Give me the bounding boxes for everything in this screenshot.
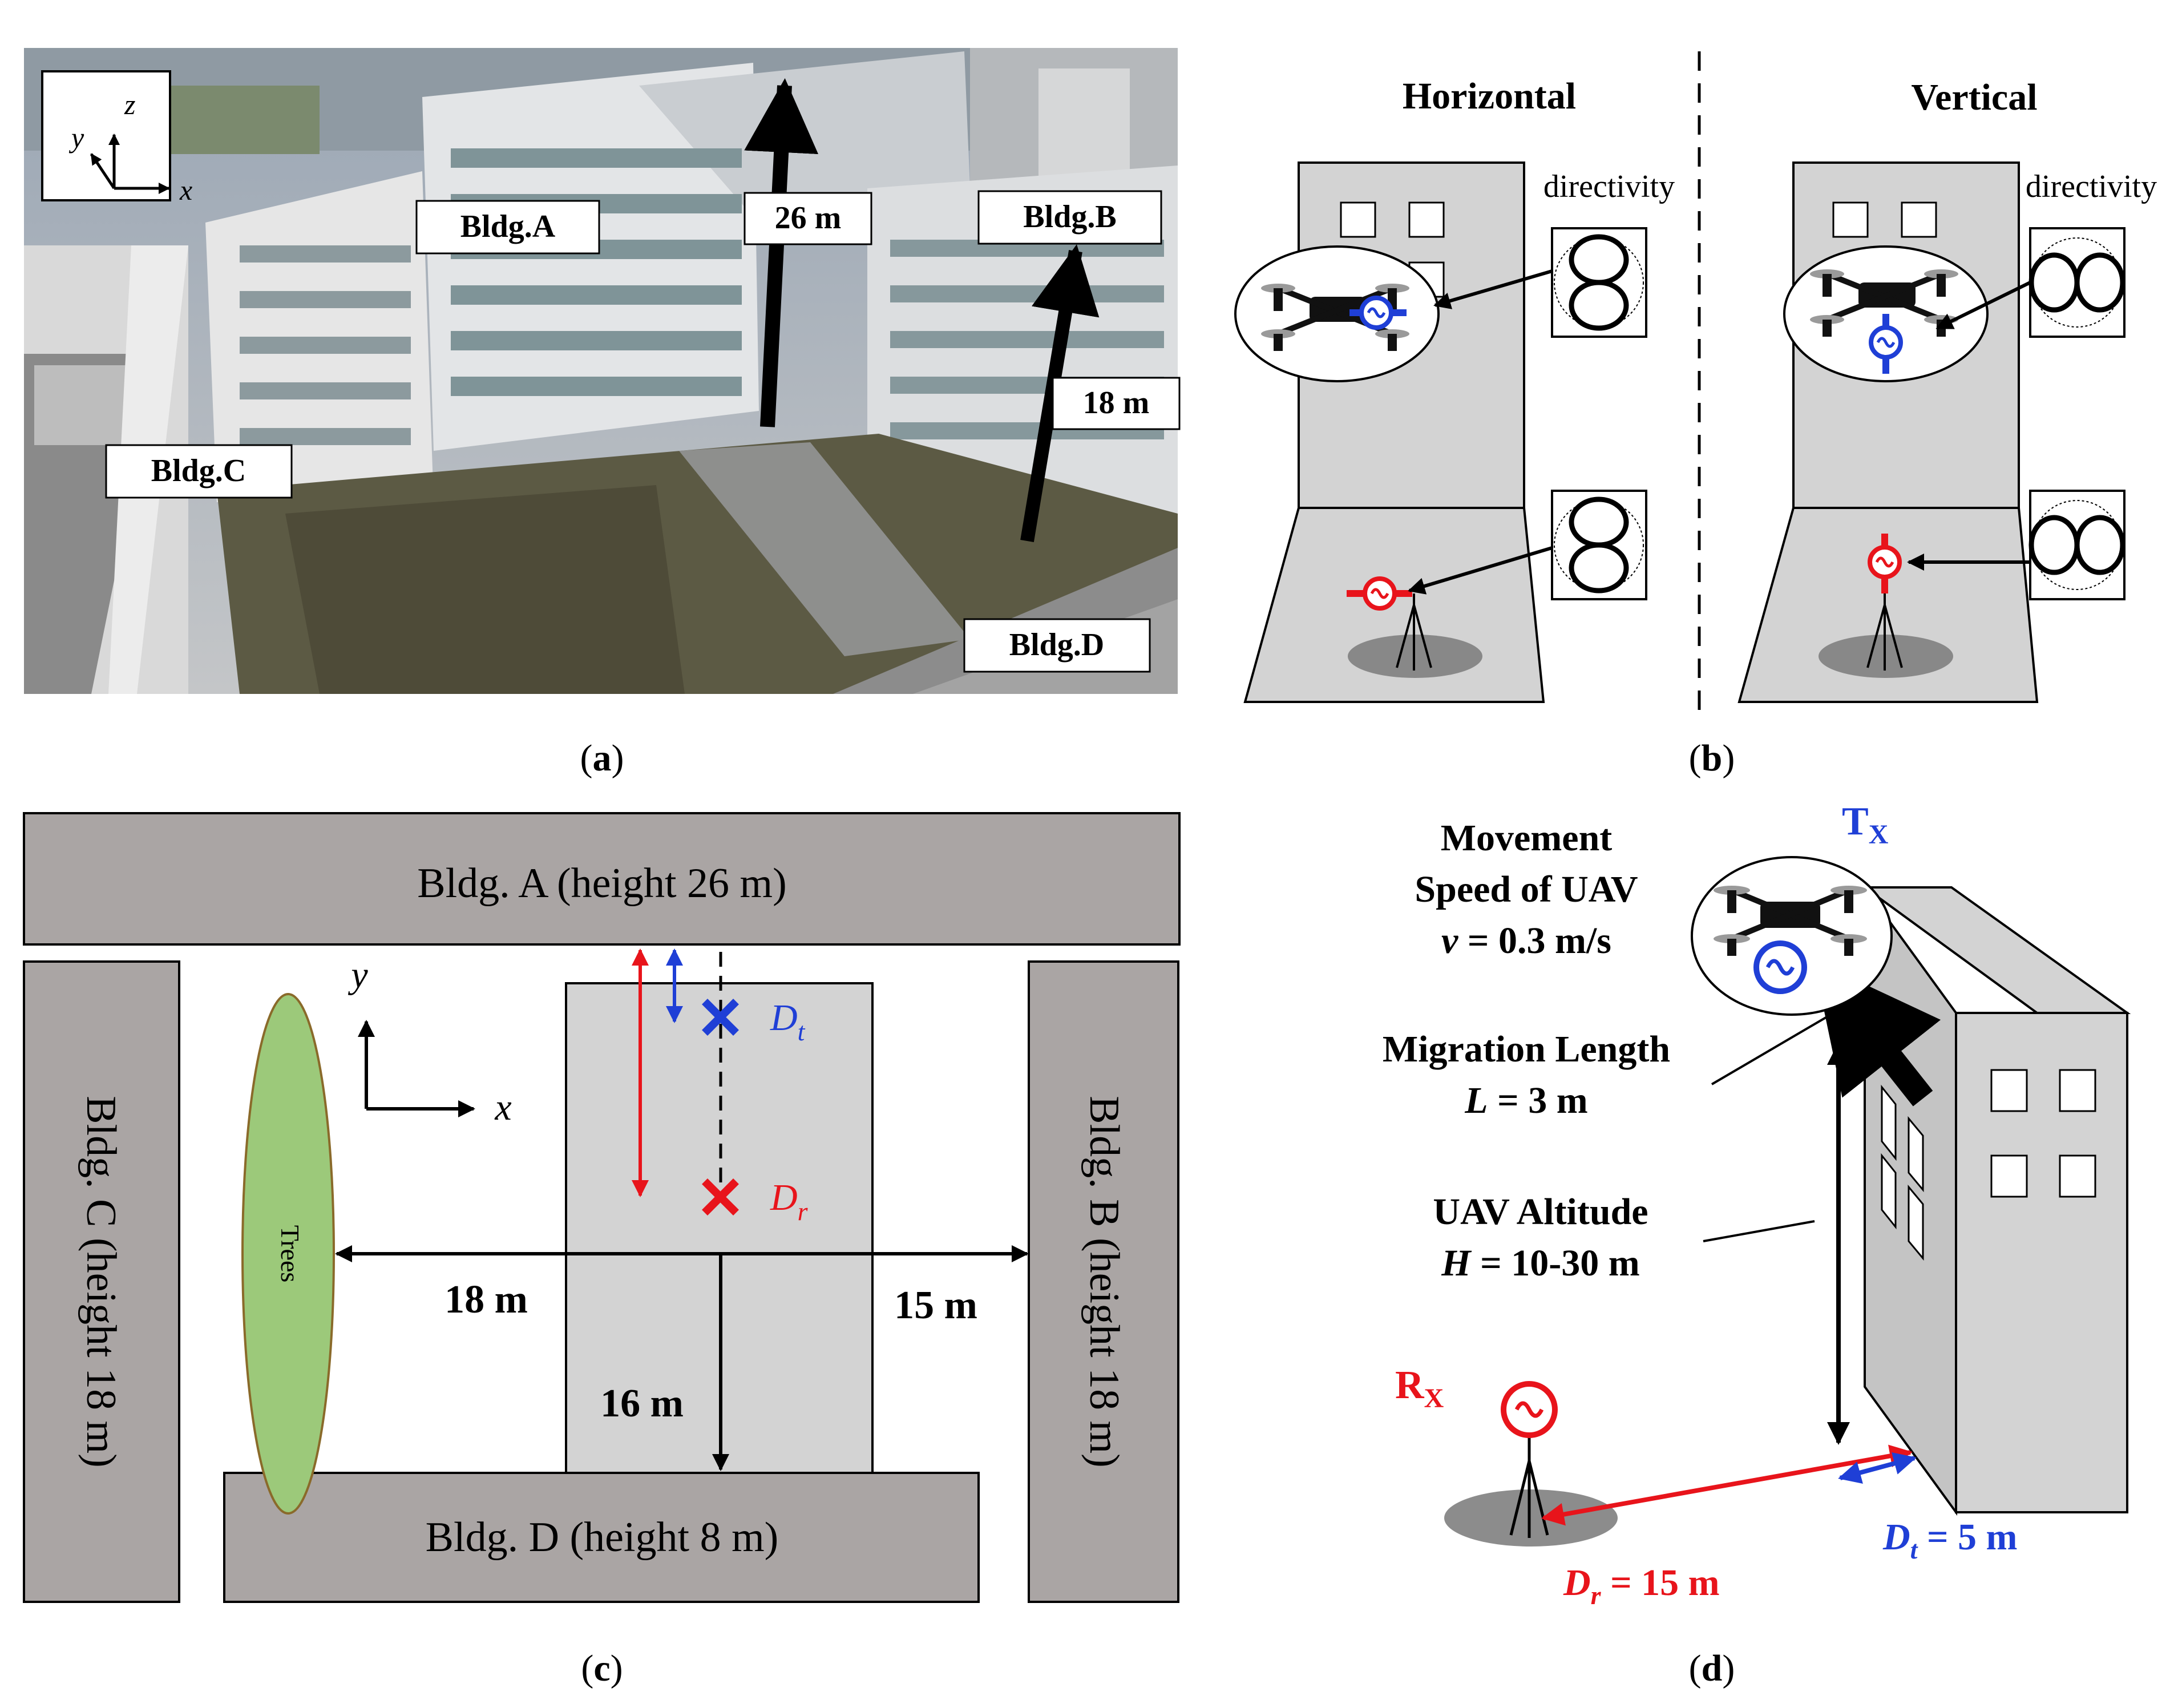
directivity-label-right: directivity [2026, 169, 2157, 204]
bldg-d-label: Bldg. D (height 8 m) [426, 1514, 779, 1561]
label-bldg-c: Bldg.C [151, 453, 247, 488]
caption-d: (d) [1689, 1648, 1735, 1689]
label-bldg-b: Bldg.B [1023, 199, 1116, 235]
dist-16: 16 m [600, 1382, 684, 1426]
dist-18: 18 m [445, 1278, 528, 1322]
panel-b: Horizontal Vertical [1234, 51, 2157, 779]
drone-icon-d [1714, 886, 1867, 956]
bldg-c-rect [23, 960, 180, 1603]
label-bldg-d: Bldg.D [1009, 627, 1105, 663]
rx-label: RX [1395, 1363, 1444, 1414]
migration-value: L = 3 m [1464, 1080, 1587, 1121]
bldg-b-rect [1028, 960, 1179, 1603]
panel-c: Bldg. A (height 26 m) Bldg. C (height 18… [23, 812, 1181, 1689]
altitude-line1: UAV Altitude [1433, 1191, 1648, 1233]
axis-y-label: y [68, 122, 84, 154]
bldg-c-label: Bldg. C (height 18 m) [78, 1096, 124, 1468]
panel-a: z x y Bldg.A Bldg.B Bldg.C Bldg.D 26 m 1… [24, 48, 1181, 779]
trees-label: Trees [276, 1225, 305, 1283]
title-horizontal: Horizontal [1403, 75, 1576, 117]
bldg-a-rect [23, 812, 1181, 946]
dist-15: 15 m [894, 1283, 977, 1327]
migration-line1: Migration Length [1383, 1028, 1670, 1070]
dr-value-label: Dr = 15 m [1563, 1562, 1720, 1610]
bldg-b-label: Bldg. B (height 18 m) [1081, 1096, 1128, 1468]
dr-cross [702, 1178, 739, 1216]
drone-icon-b-right [1810, 269, 1958, 337]
directivity-label-left: directivity [1543, 169, 1675, 204]
height-arrow-a [744, 78, 819, 427]
trees-ellipse [241, 993, 335, 1515]
altitude-value: H = 10-30 m [1441, 1242, 1639, 1284]
dt-cross [702, 999, 739, 1036]
caption-b: (b) [1689, 737, 1735, 779]
dt-label: Dt [770, 997, 806, 1046]
height-arrow-b [1020, 244, 1100, 542]
label-height-18: 18 m [1083, 385, 1150, 421]
speed-line1: Movement [1441, 817, 1613, 859]
speed-value: v = 0.3 m/s [1441, 920, 1611, 962]
title-vertical: Vertical [1911, 76, 2037, 118]
dr-label: Dr [770, 1177, 809, 1226]
bldg-d-rect [223, 1472, 980, 1603]
caption-a: (a) [580, 737, 624, 779]
label-height-26: 26 m [775, 200, 842, 236]
axis-x-label: x [179, 174, 192, 206]
caption-c: (c) [581, 1648, 623, 1689]
dt-arrow [1838, 1452, 1917, 1484]
panel-d: TX RX Movement Speed of UAV v = 0.3 m/s … [1383, 800, 2131, 1689]
axis-x: x [494, 1087, 511, 1128]
axis-z-label: z [124, 88, 135, 120]
tx-label: TX [1842, 800, 1889, 850]
bldg-a-label: Bldg. A (height 26 m) [417, 860, 787, 907]
label-bldg-a: Bldg.A [460, 209, 556, 244]
dr-arrow [1541, 1444, 1913, 1526]
axis-y: y [347, 954, 368, 996]
speed-line2: Speed of UAV [1415, 869, 1638, 910]
dt-value-label: Dt = 5 m [1882, 1516, 2018, 1564]
